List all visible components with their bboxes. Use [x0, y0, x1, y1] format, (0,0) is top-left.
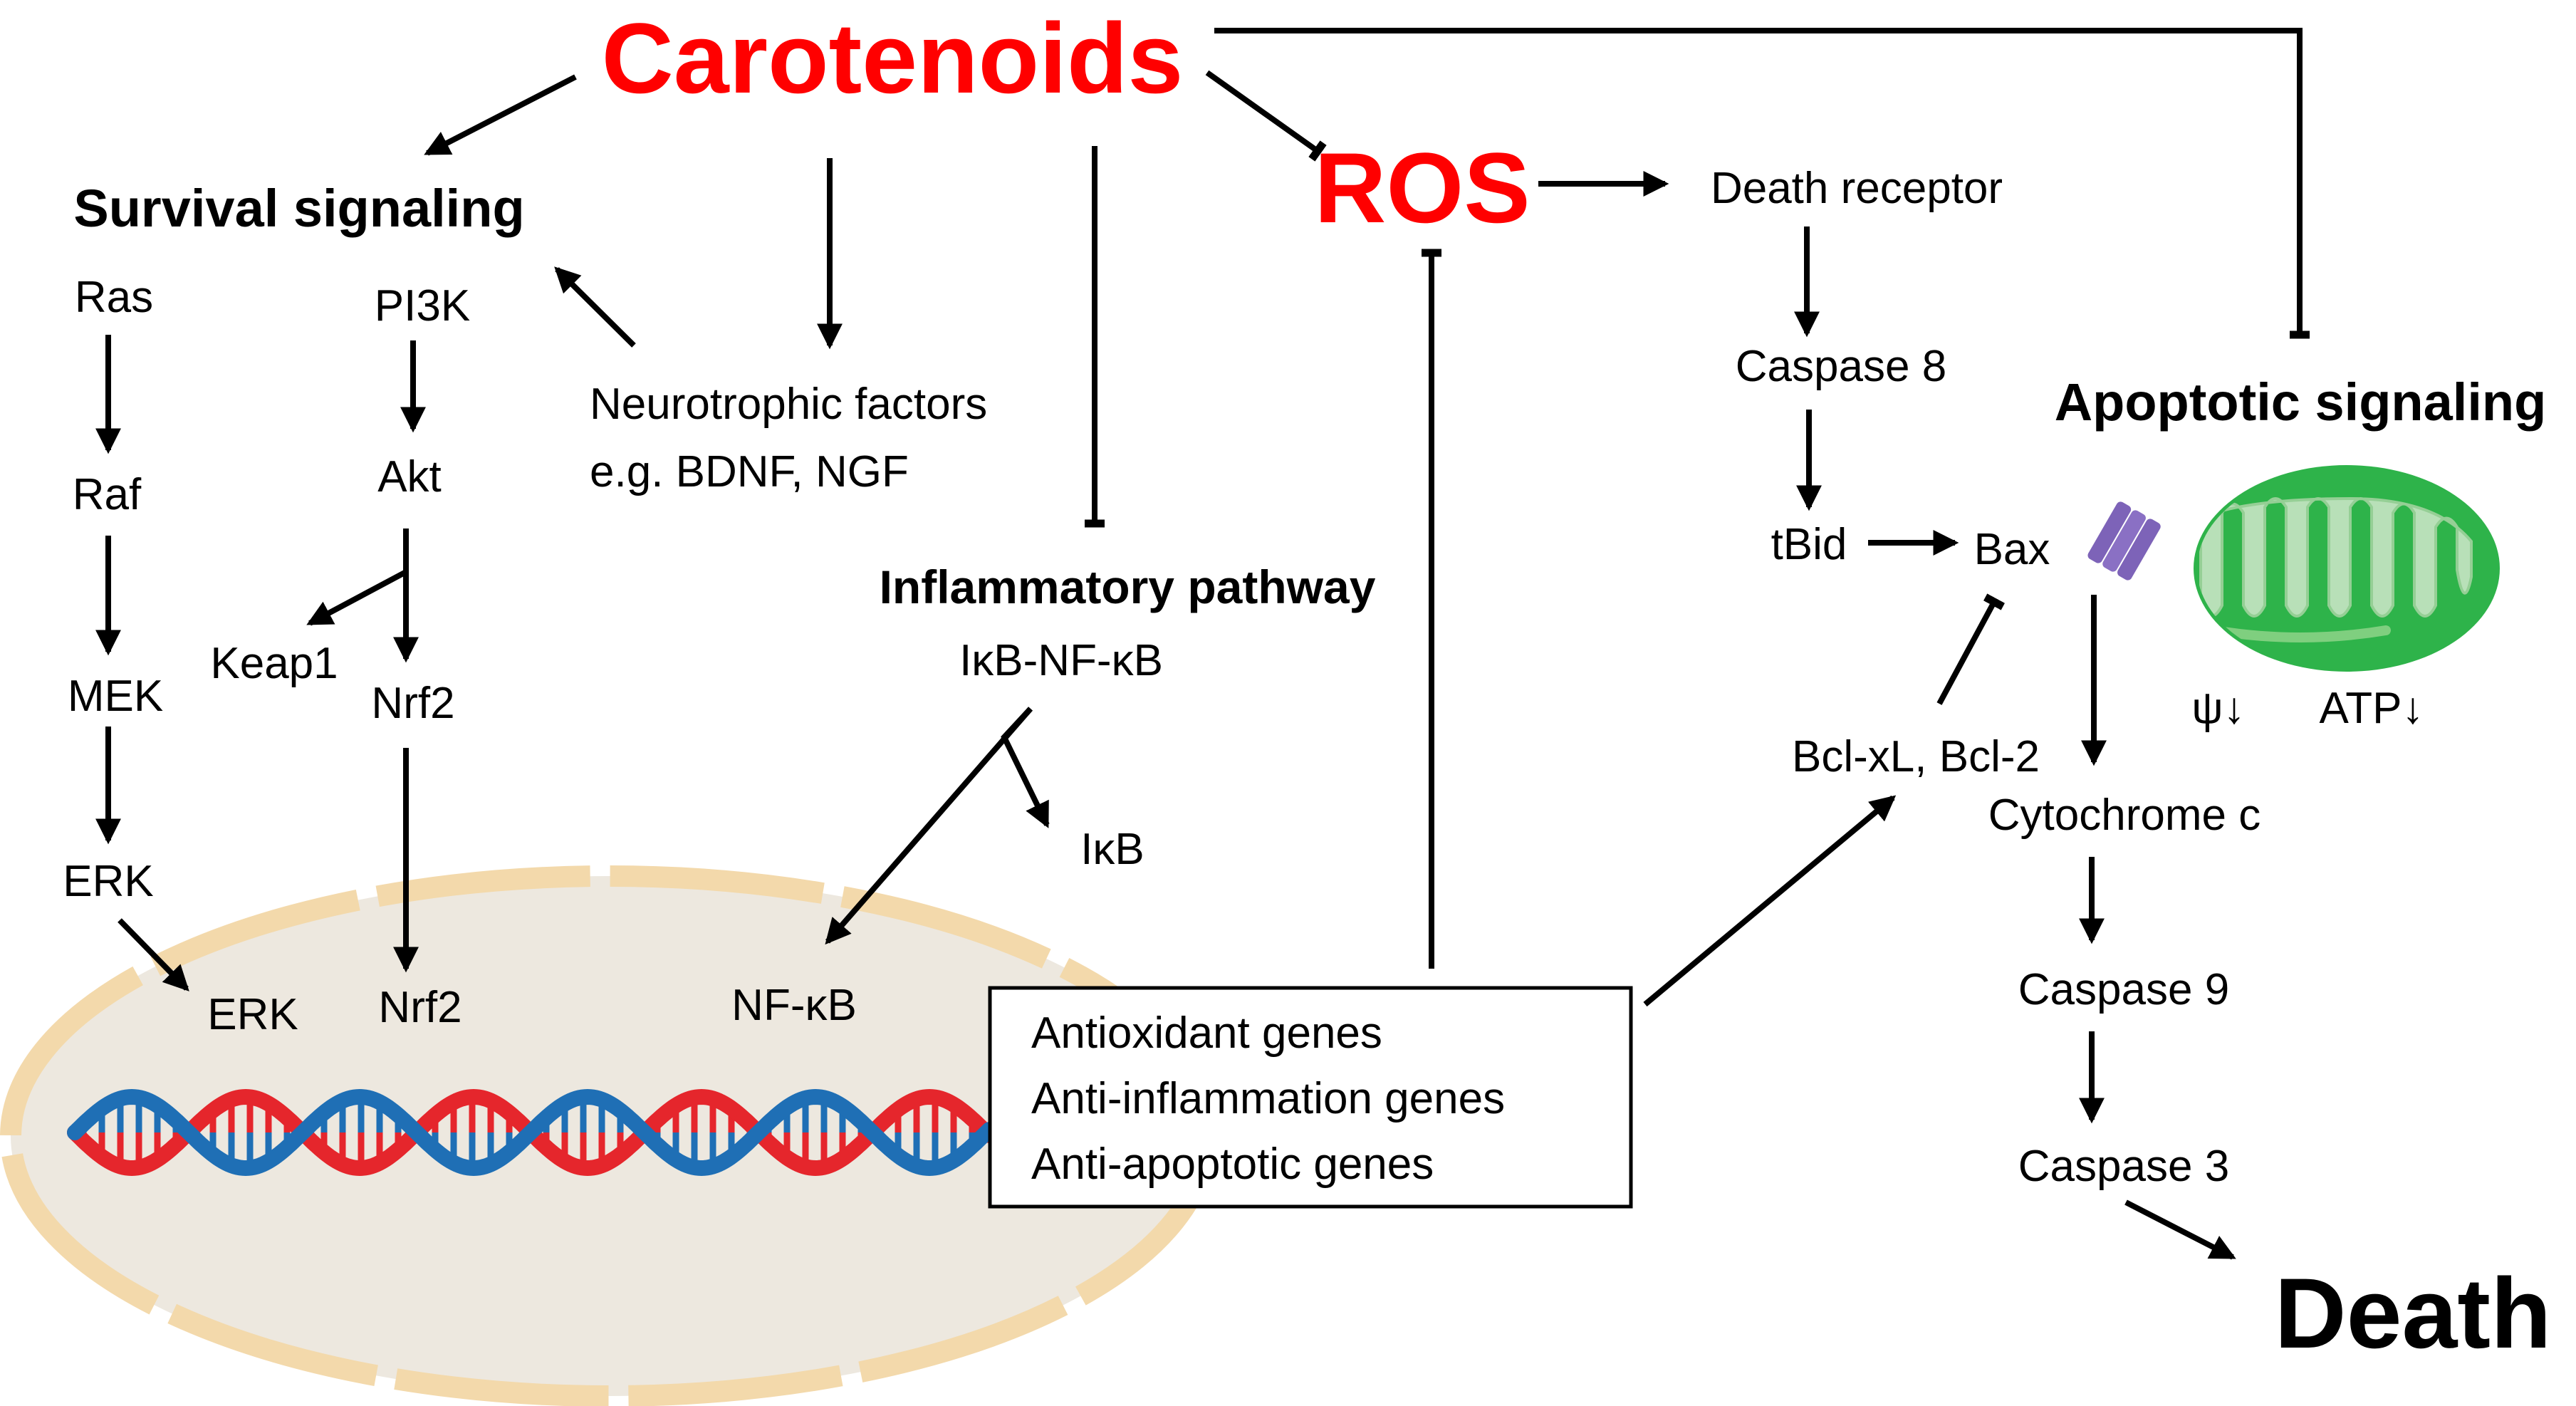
neurotrophic-examples-label: e.g. BDNF, NGF — [590, 447, 909, 496]
genes-box: Antioxidant genes Anti-inflammation gene… — [988, 986, 1633, 1209]
genes-box-frame — [988, 986, 1633, 1209]
caspase3-label: Caspase 3 — [2018, 1142, 2229, 1191]
edge-genes-to-bcl — [1643, 795, 1897, 1007]
edge-carotenoids-to-survival — [424, 74, 577, 156]
nrf2-nuclear-label: Nrf2 — [378, 983, 462, 1032]
edge-bcl-inhibit-bax — [1936, 593, 2005, 705]
mitochondrion-cristae — [2197, 496, 2473, 618]
death-receptor-label: Death receptor — [1711, 164, 2003, 213]
anti-inflammation-genes-label: Anti-inflammation genes — [1031, 1074, 1505, 1123]
carotenoids-label: Carotenoids — [602, 2, 1184, 114]
dna-helix — [67, 1088, 997, 1177]
bcl-label: Bcl-xL, Bcl-2 — [1792, 732, 2040, 781]
tbid-label: tBid — [1771, 520, 1847, 569]
edge-carotenoids-inhibit-apoptotic — [1214, 28, 2310, 339]
death-label: Death — [2275, 1257, 2552, 1369]
nrf2-label: Nrf2 — [371, 679, 454, 728]
edge-neurotrophic-to-survival — [554, 266, 636, 348]
edge-erk-to-nuclear-erk — [118, 918, 189, 991]
caspase8-label: Caspase 8 — [1736, 342, 1946, 391]
node-labels: Carotenoids ROS Survival signaling Ras R… — [63, 2, 2551, 1369]
erk-nuclear-label: ERK — [207, 990, 298, 1039]
edge-carotenoids-inhibit-ros — [1205, 70, 1327, 162]
atp-label: ATP↓ — [2320, 684, 2424, 733]
caspase9-label: Caspase 9 — [2018, 965, 2229, 1014]
bax-channel — [2087, 501, 2161, 580]
survival-signaling-label: Survival signaling — [73, 179, 524, 238]
membrane-potential-label: ψ↓ — [2191, 684, 2245, 733]
edge-akt-to-keap1 — [306, 528, 409, 626]
edge-ikb-nfkb-to-ikb — [1001, 707, 1050, 828]
ikb-label: IκB — [1080, 825, 1144, 874]
mitochondrion — [2087, 465, 2500, 672]
neurotrophic-factors-label: Neurotrophic factors — [590, 380, 987, 429]
akt-label: Akt — [377, 452, 442, 501]
ras-label: Ras — [75, 273, 153, 322]
apoptotic-signaling-label: Apoptotic signaling — [2055, 373, 2547, 432]
edges — [95, 28, 2310, 1260]
dna-strand-blue — [67, 1088, 997, 1177]
keap1-label: Keap1 — [210, 639, 338, 688]
mitochondrion-inner-fold — [2210, 625, 2391, 642]
bax-label: Bax — [1974, 525, 2050, 574]
ros-label: ROS — [1314, 132, 1530, 244]
mek-label: MEK — [68, 672, 163, 721]
antioxidant-genes-label: Antioxidant genes — [1031, 1009, 1382, 1058]
raf-label: Raf — [73, 470, 142, 519]
erk-label: ERK — [63, 857, 153, 906]
edge-caspase3-to-death — [2124, 1199, 2236, 1260]
cytochrome-c-label: Cytochrome c — [1988, 791, 2260, 840]
inflammatory-pathway-label: Inflammatory pathway — [880, 561, 1376, 613]
nfkb-nuclear-label: NF-κB — [731, 981, 857, 1030]
anti-apoptotic-genes-label: Anti-apoptotic genes — [1031, 1140, 1434, 1189]
ikb-nfkb-label: IκB-NF-κB — [959, 636, 1163, 685]
pi3k-label: PI3K — [375, 281, 470, 330]
edge-ikb-nfkb-to-nfkb — [825, 707, 1033, 945]
